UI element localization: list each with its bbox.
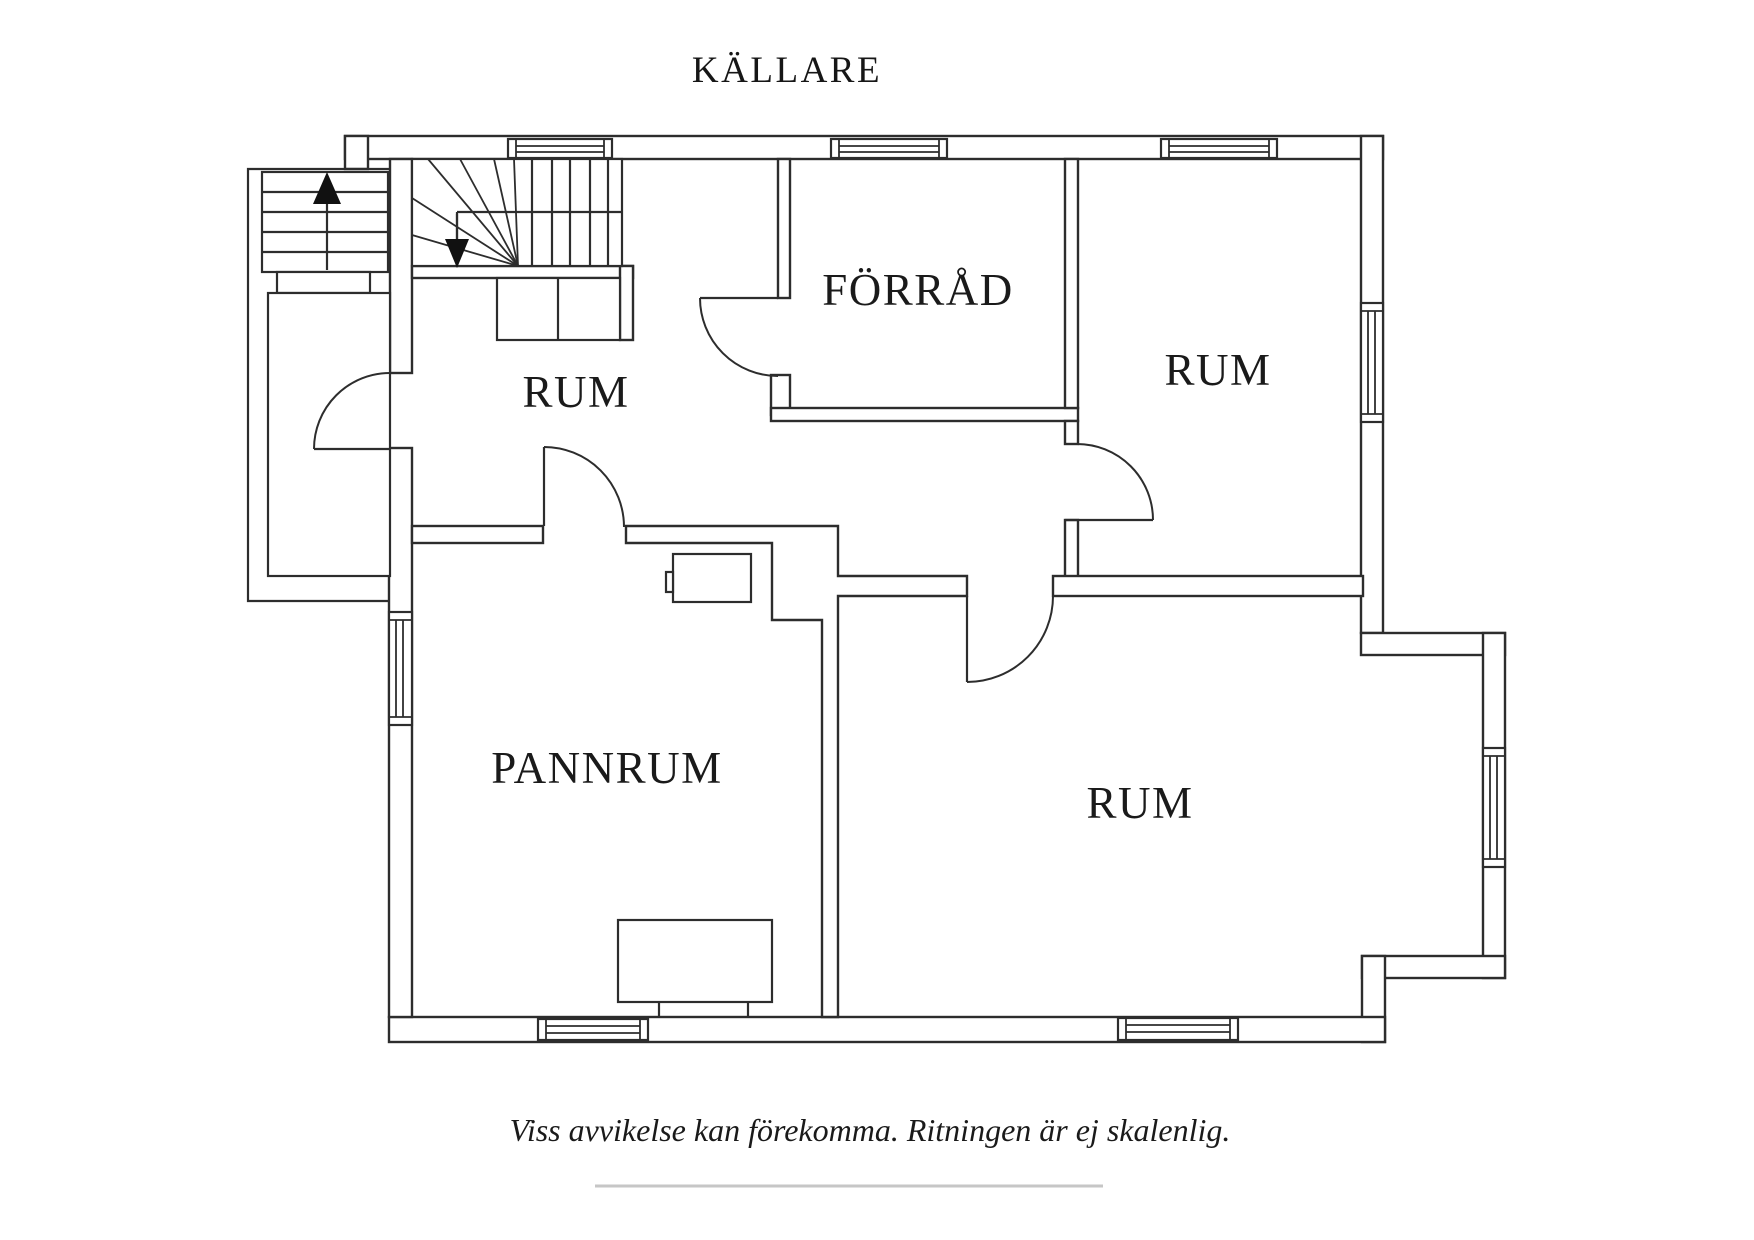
wall-stair-south xyxy=(410,264,635,280)
door-pannrum xyxy=(542,446,625,528)
winder-tread xyxy=(427,158,519,267)
room-label-rum-hall: RUM xyxy=(522,367,629,417)
window-bottom-rum-se xyxy=(1116,1016,1240,1042)
window-top-stairs xyxy=(506,137,614,160)
wall-closet-east xyxy=(618,264,635,342)
stair-landing xyxy=(266,291,392,578)
door-rum-ne xyxy=(1065,443,1154,522)
winder-tread xyxy=(513,158,519,267)
door-swing-arc xyxy=(966,595,1054,683)
page-title: KÄLLARE xyxy=(692,50,882,91)
window-bottom-pannrum xyxy=(536,1017,650,1042)
wall-left-lower xyxy=(387,446,414,1019)
interior-stairs xyxy=(410,157,624,268)
wall-forrad-west xyxy=(776,157,792,300)
workbench xyxy=(616,918,774,1004)
window-top-rum-ne xyxy=(1159,137,1279,160)
boiler-pipe-tab xyxy=(664,570,675,594)
winder-tread xyxy=(411,197,519,267)
down-arrow-icon xyxy=(445,239,469,268)
wall-rumne-south xyxy=(1051,574,1365,598)
room-label-pannrum: PANNRUM xyxy=(491,743,722,793)
winder-tread xyxy=(411,234,519,267)
door-rum-se xyxy=(965,595,1054,683)
boiler xyxy=(671,552,753,604)
closet xyxy=(495,276,622,342)
wall-rumne-door-stub-bottom xyxy=(1063,518,1080,580)
pannrum-fixtures xyxy=(616,552,774,1017)
wall-rumne-door-stub-top xyxy=(1063,419,1080,446)
up-arrow-icon xyxy=(313,172,341,204)
door-swing-arc xyxy=(313,372,391,450)
window-left-pannrum xyxy=(387,610,414,727)
door-entrance xyxy=(313,372,391,451)
wall-pannrum-northeast-complex xyxy=(624,524,969,1019)
window-bay xyxy=(1481,746,1507,869)
room-label-rum-ne: RUM xyxy=(1164,345,1271,395)
exterior-stairs xyxy=(246,167,392,603)
window-right-rum-ne xyxy=(1359,301,1385,424)
door-swing-arc xyxy=(1076,443,1154,521)
wall-hall-south-west xyxy=(410,524,545,545)
disclaimer-text: Viss avvikelse kan förekomma. Ritningen … xyxy=(510,1112,1231,1148)
window-top-forrad xyxy=(829,137,949,160)
wall-forrad-east xyxy=(1063,157,1080,410)
stair-step-box xyxy=(275,270,372,295)
winder-tread xyxy=(493,158,519,267)
wall-left-mid xyxy=(388,157,414,375)
door-swing-arc xyxy=(699,297,779,377)
doors xyxy=(313,296,1154,683)
door-swing-arc xyxy=(543,446,625,528)
room-label-rum-se: RUM xyxy=(1086,778,1193,828)
exterior-stairwell-outline xyxy=(246,167,389,603)
room-label-forrad: FÖRRÅD xyxy=(822,265,1014,315)
door-forrad xyxy=(699,296,779,377)
wall-forrad-south xyxy=(769,406,1080,423)
wall-left-top-stub xyxy=(343,134,370,171)
winder-tread xyxy=(459,158,519,267)
windows xyxy=(387,137,1507,1042)
